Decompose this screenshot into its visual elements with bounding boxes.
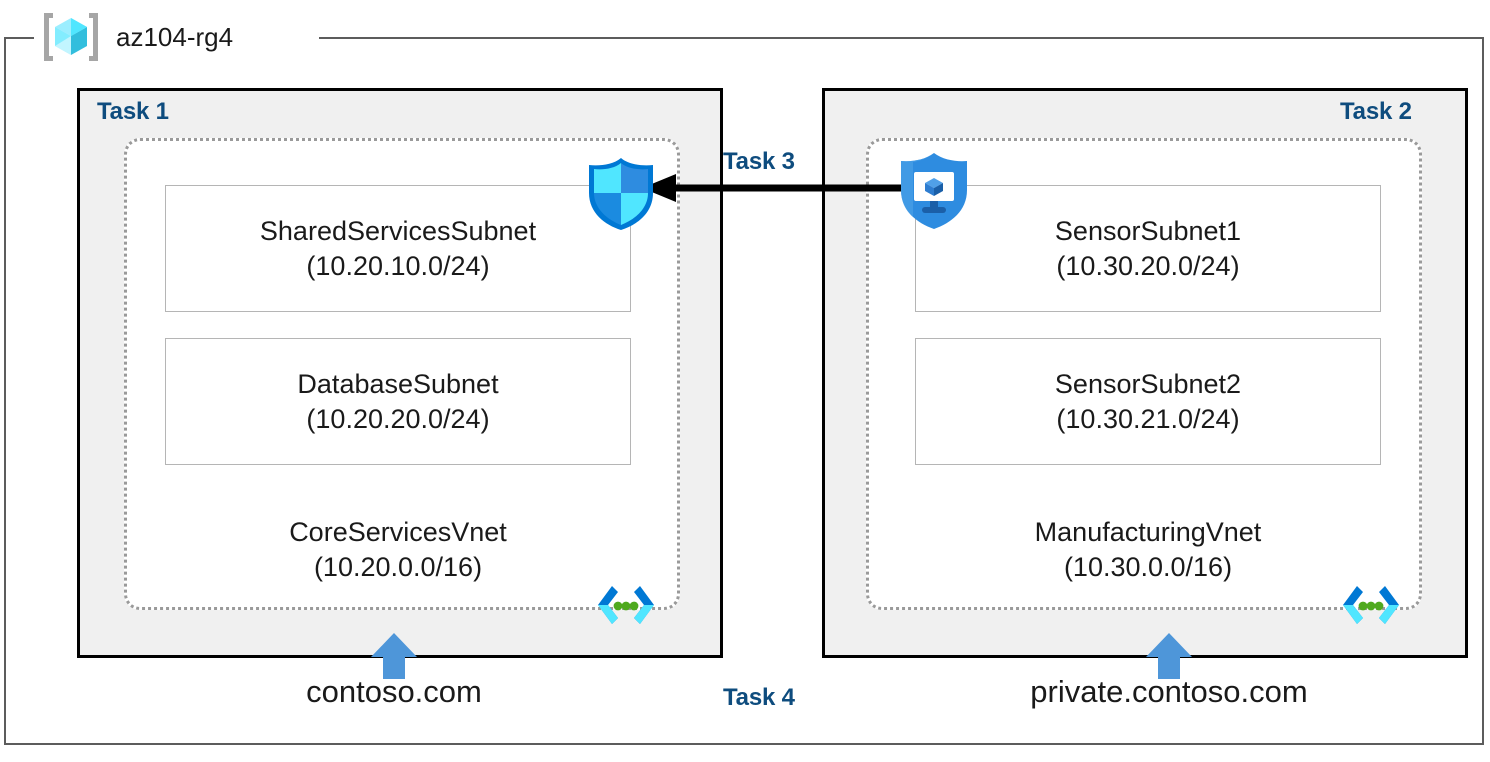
subnet-cidr: (10.30.20.0/24) [1056,250,1240,281]
subnet-shared-services: SharedServicesSubnet (10.20.10.0/24) [165,185,631,312]
subnet-cidr: (10.20.10.0/24) [306,250,490,281]
virtual-network-icon [1339,582,1403,628]
vnet-cidr: (10.30.0.0/16) [1063,552,1233,583]
subnet-cidr: (10.30.21.0/24) [1056,403,1240,434]
task4-label: Task 4 [723,684,795,711]
vnet-name: CoreServicesVnet [289,517,507,547]
subnet-name: SensorSubnet1 [1054,215,1242,246]
resource-group-name: az104-rg4 [116,22,234,52]
task3-label: Task 3 [723,148,795,175]
resource-group-title-gap [34,27,319,49]
subnet-sensor2: SensorSubnet2 (10.30.21.0/24) [915,338,1381,465]
dns-zone-private-contoso: private.contoso.com [1030,674,1308,709]
vnet-name: ManufacturingVnet [1034,517,1262,547]
task2-label: Task 2 [1340,98,1412,125]
resource-group-header: az104-rg4 [40,6,233,68]
peering-left-arrow-icon [640,172,908,204]
resource-group-frame [4,37,1484,745]
manufacturing-vnet-caption: ManufacturingVnet (10.30.0.0/16) [915,515,1381,585]
shield-icon [583,155,659,233]
subnet-cidr: (10.20.20.0/24) [306,403,490,434]
up-arrow-icon [371,633,417,679]
subnet-name: SharedServicesSubnet [259,215,537,246]
bastion-shield-monitor-icon [896,150,972,232]
dns-zone-contoso: contoso.com [306,674,482,709]
virtual-network-icon [594,582,658,628]
task1-label: Task 1 [97,98,169,125]
subnet-sensor1: SensorSubnet1 (10.30.20.0/24) [915,185,1381,312]
subnet-database: DatabaseSubnet (10.20.20.0/24) [165,338,631,465]
azure-resource-group-cube-icon [40,9,102,65]
subnet-name: DatabaseSubnet [297,368,499,399]
up-arrow-icon [1146,633,1192,679]
subnet-name: SensorSubnet2 [1054,368,1242,399]
vnet-cidr: (10.20.0.0/16) [313,552,483,583]
core-services-vnet-caption: CoreServicesVnet (10.20.0.0/16) [165,515,631,585]
